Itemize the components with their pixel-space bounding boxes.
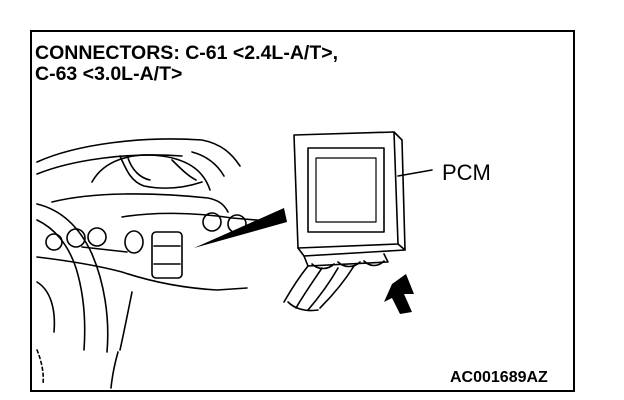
diagram-frame: CONNECTORS: C-61 <2.4L-A/T>, C-63 <3.0L-… xyxy=(30,30,575,392)
pcm-module xyxy=(293,131,406,257)
center-console xyxy=(151,231,183,279)
steering-wheel xyxy=(36,203,109,353)
location-pointer xyxy=(194,208,287,248)
floor-lines xyxy=(36,349,119,389)
title-line-2: C-63 <3.0L-A/T> xyxy=(35,63,183,85)
diagram-title: CONNECTORS: C-61 <2.4L-A/T>, C-63 <3.0L-… xyxy=(35,43,338,85)
title-line-1: CONNECTORS: C-61 <2.4L-A/T>, xyxy=(35,42,339,64)
dashboard-outline xyxy=(36,138,281,351)
dash-vents xyxy=(45,212,247,254)
connector-arrow-icon xyxy=(384,274,414,314)
figure-code: AC001689AZ xyxy=(450,369,548,386)
connector-location-illustration xyxy=(36,131,433,389)
instrument-cluster xyxy=(119,151,225,189)
pcm-leader-line xyxy=(397,169,433,177)
pcm-connector xyxy=(283,253,389,312)
pcm-label: PCM xyxy=(442,160,491,185)
